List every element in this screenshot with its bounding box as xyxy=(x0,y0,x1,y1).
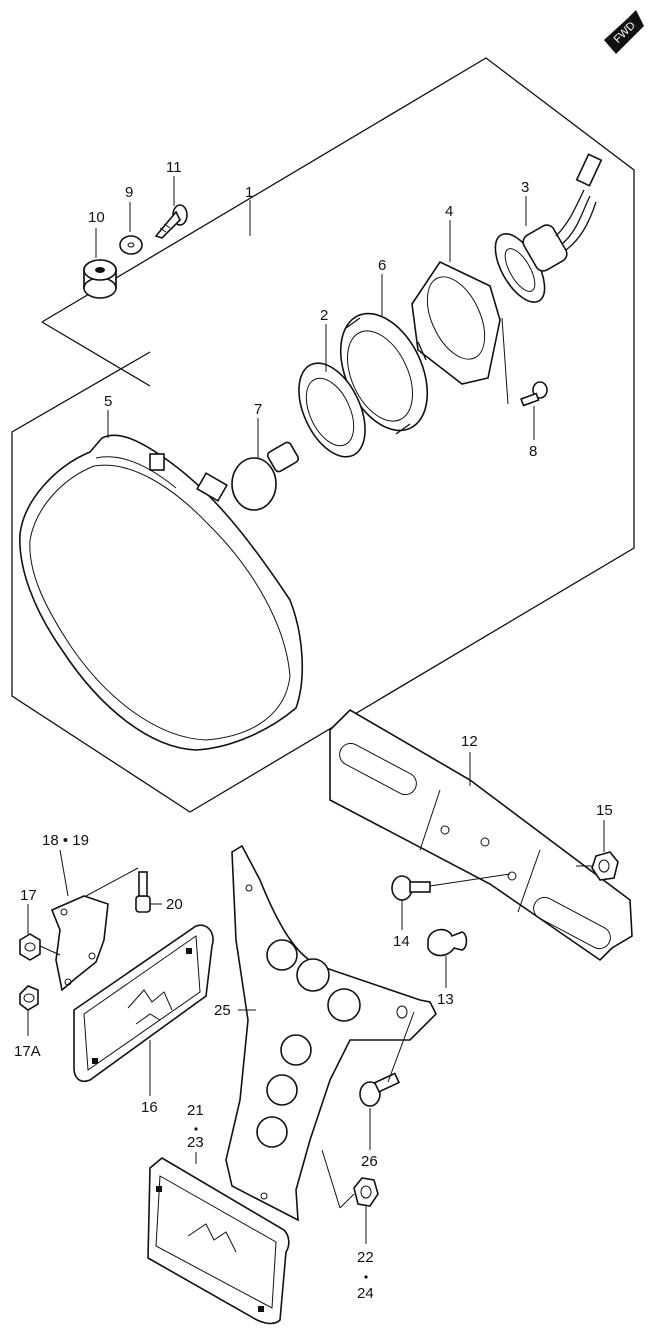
callout-separator-dots xyxy=(194,1127,368,1279)
callout-18-19: 18 • 19 xyxy=(42,832,89,849)
callout-15: 15 xyxy=(596,802,613,819)
part-reflector-ring xyxy=(298,362,366,458)
callout-11: 11 xyxy=(166,159,182,176)
callout-23: 23 xyxy=(187,1134,204,1151)
callout-10: 10 xyxy=(88,209,105,226)
callout-21: 21 xyxy=(187,1102,204,1119)
part-flange-nut-15 xyxy=(591,851,619,881)
part-side-reflector xyxy=(73,924,214,1083)
leader-lines xyxy=(27,176,605,1244)
part-bolt-26 xyxy=(359,1072,401,1107)
part-socket-harness xyxy=(494,153,603,303)
callout-20: 20 xyxy=(166,896,183,913)
forward-direction-badge: FWD xyxy=(604,10,644,54)
callout-labels: 1 9 10 11 3 4 6 2 8 5 7 12 15 14 13 18 •… xyxy=(14,159,613,1302)
callout-14: 14 xyxy=(393,933,410,950)
callout-13: 13 xyxy=(437,991,454,1008)
part-washer xyxy=(119,235,143,255)
part-nut-17 xyxy=(19,933,41,961)
callout-16: 16 xyxy=(141,1099,158,1116)
callout-24: 24 xyxy=(357,1285,374,1302)
callout-8: 8 xyxy=(529,443,537,460)
callout-22: 22 xyxy=(357,1249,374,1266)
part-bulb xyxy=(231,441,300,511)
callout-1: 1 xyxy=(245,184,253,201)
callout-4: 4 xyxy=(445,203,453,220)
part-rear-reflector xyxy=(147,1157,290,1325)
part-side-bracket xyxy=(50,895,109,992)
part-gasket xyxy=(411,260,501,385)
part-grommet xyxy=(83,259,117,299)
part-tapping-screw xyxy=(154,204,188,239)
part-retaining-ring xyxy=(339,312,429,435)
part-bolt-20 xyxy=(135,871,151,913)
part-nut-17a xyxy=(19,985,39,1011)
part-damper-13 xyxy=(427,928,468,957)
callout-6: 6 xyxy=(378,257,386,274)
callout-17: 17 xyxy=(20,887,37,904)
tail-lamp-assembly-frame xyxy=(11,57,635,813)
callout-7: 7 xyxy=(254,401,262,418)
part-nut-22 xyxy=(353,1177,379,1207)
callout-2: 2 xyxy=(320,307,328,324)
callout-9: 9 xyxy=(125,184,133,201)
callout-17a: 17A xyxy=(14,1043,41,1060)
callout-25: 25 xyxy=(214,1002,231,1019)
callout-5: 5 xyxy=(104,393,112,410)
part-license-bracket xyxy=(329,708,633,962)
callout-3: 3 xyxy=(521,179,529,196)
callout-26: 26 xyxy=(361,1153,378,1170)
part-screw-8 xyxy=(520,381,548,407)
part-stay-bracket xyxy=(225,844,437,1222)
part-lens xyxy=(19,434,303,751)
part-bolt-14 xyxy=(391,875,431,901)
callout-12: 12 xyxy=(461,733,478,750)
